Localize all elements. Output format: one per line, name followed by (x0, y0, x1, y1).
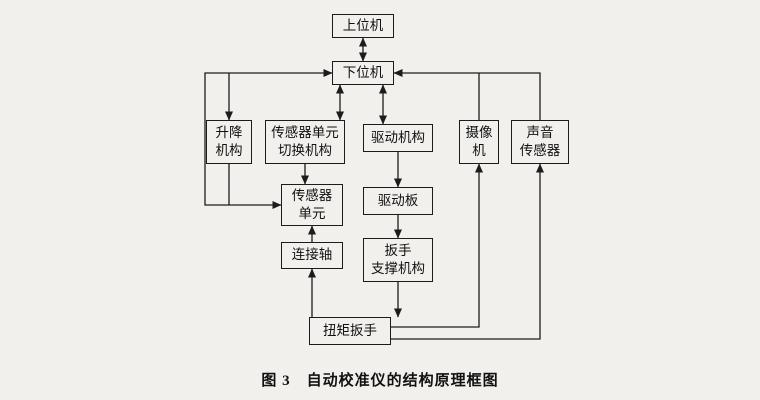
node-sound-sensor: 声音 传感器 (511, 120, 569, 164)
node-host-computer: 上位机 (332, 14, 394, 38)
node-lifting-mechanism: 升降 机构 (206, 120, 252, 164)
node-wrench-support-mechanism: 扳手 支撑机构 (363, 238, 433, 282)
node-drive-mechanism: 驱动机构 (363, 124, 433, 152)
connector-wrench-sound (391, 163, 544, 340)
figure-caption: 图 3 自动校准仪的结构原理框图 (261, 373, 499, 389)
connector-sound-lower (393, 69, 541, 120)
node-connecting-shaft: 连接轴 (281, 242, 343, 269)
node-sensor-unit: 传感器 单元 (281, 184, 343, 226)
node-drive-board: 驱动板 (363, 187, 433, 215)
connector-wrench-camera (391, 163, 483, 328)
node-camera: 摄像 机 (459, 120, 499, 164)
connector-lower-sensorunit (204, 69, 333, 209)
node-lower-computer: 下位机 (332, 61, 394, 85)
node-torque-wrench: 扭矩扳手 (309, 317, 391, 345)
node-sensor-unit-switching-mechanism: 传感器单元 切换机构 (265, 120, 345, 164)
